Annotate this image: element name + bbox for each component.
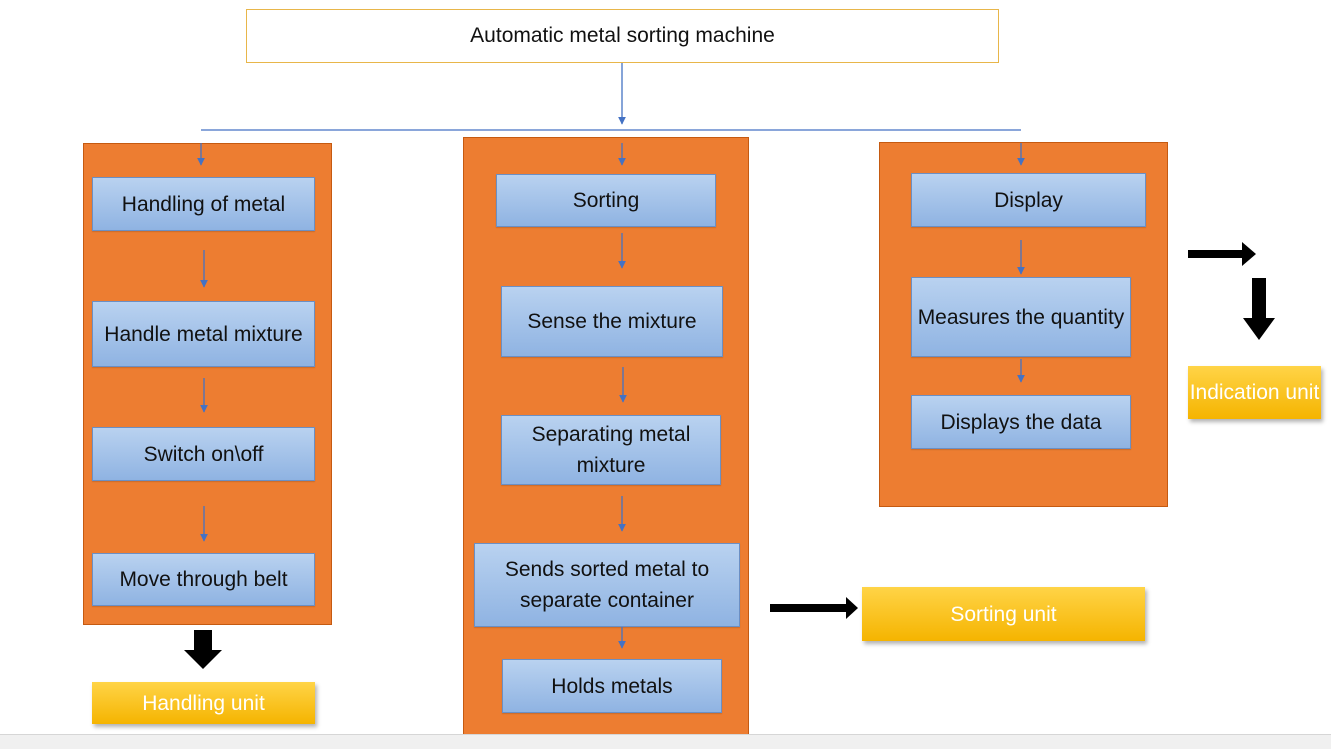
handling-block-arrow [184, 630, 222, 669]
node-switch-on-off: Switch on\off [92, 427, 315, 481]
node-display: Display [911, 173, 1146, 227]
node-handling-of-metal: Handling of metal [92, 177, 315, 231]
node-move-through-belt: Move through belt [92, 553, 315, 606]
node-handle-metal-mixture: Handle metal mixture [92, 301, 315, 367]
indication-unit-label: Indication unit [1188, 366, 1321, 419]
sorting-block-arrow [770, 597, 858, 619]
indication-block-arrow-right [1188, 242, 1256, 266]
node-sorting: Sorting [496, 174, 716, 227]
node-sends-sorted-metal: Sends sorted metal to separate container [474, 543, 740, 627]
node-measures-the-quantity: Measures the quantity [911, 277, 1131, 357]
node-holds-metals: Holds metals [502, 659, 722, 713]
bottom-bar [0, 734, 1331, 749]
node-separating-metal-mixture: Separating metal mixture [501, 415, 721, 485]
sorting-unit-label: Sorting unit [862, 587, 1145, 641]
indication-block-arrow-down [1243, 278, 1275, 340]
node-displays-the-data: Displays the data [911, 395, 1131, 449]
diagram-title: Automatic metal sorting machine [246, 9, 999, 63]
handling-unit-label: Handling unit [92, 682, 315, 724]
node-sense-the-mixture: Sense the mixture [501, 286, 723, 357]
